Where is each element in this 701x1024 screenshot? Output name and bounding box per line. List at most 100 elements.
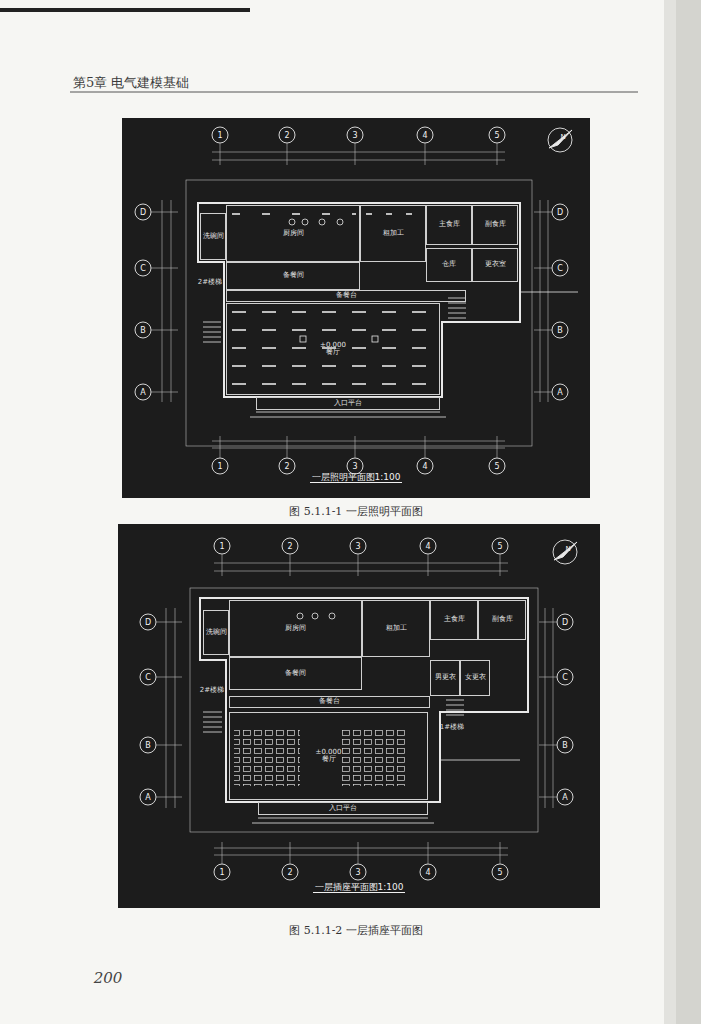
grid-axis-letter: B xyxy=(557,326,563,335)
room-label: 餐厅 xyxy=(322,756,336,763)
room-box: 副食库 xyxy=(478,600,526,640)
room-box: 主食库 xyxy=(426,205,472,245)
grid-axis-letter: D xyxy=(557,208,563,217)
grid-axis-letter: D xyxy=(140,208,146,217)
grid-axis-number: 4 xyxy=(422,131,427,140)
room-box: 入口平台 xyxy=(256,397,440,410)
room-label: 副食库 xyxy=(492,616,513,623)
grid-axis-number: 4 xyxy=(425,542,430,551)
grid-axis-number: 5 xyxy=(494,462,499,471)
stair-label: 1#楼梯 xyxy=(440,722,464,732)
grid-axis-number: 3 xyxy=(355,542,360,551)
grid-axis-number: 3 xyxy=(352,462,357,471)
figure-caption: 图 5.1.1-2 一层插座平面图 xyxy=(289,923,423,938)
room-label: ±0.000 xyxy=(316,749,342,756)
grid-axis-letter: A xyxy=(557,388,562,397)
grid-axis-number: 1 xyxy=(217,131,222,140)
room-label: 备餐台 xyxy=(336,292,357,299)
room-label: 粗加工 xyxy=(386,625,407,632)
plan-panel: 一层照明平面图1:100 洗碗间 厨房间 粗加工 主食库 副食库备餐间 仓库 更衣室备餐台 ±0… xyxy=(122,118,590,498)
grid-axis-number: 2 xyxy=(287,542,292,551)
socket-plan xyxy=(118,524,600,908)
room-label: 仓库 xyxy=(442,261,456,268)
grid-axis-number: 4 xyxy=(425,868,430,877)
room-box: 厨房间 xyxy=(229,600,362,657)
stair-label: 2#楼梯 xyxy=(200,685,224,695)
grid-axis-letter: B xyxy=(145,741,151,750)
grid-axis-number: 1 xyxy=(219,542,224,551)
grid-axis-number: 2 xyxy=(284,462,289,471)
room-box: 更衣室 xyxy=(472,248,518,282)
plan-title: 一层照明平面图1:100 xyxy=(122,471,590,484)
north-mark: N xyxy=(565,545,570,553)
room-box: 男更衣 xyxy=(430,660,460,696)
grid-axis-number: 4 xyxy=(422,462,427,471)
grid-axis-number: 5 xyxy=(497,542,502,551)
grid-axis-letter: B xyxy=(562,741,568,750)
room-box: 备餐台 xyxy=(229,696,430,708)
room-label: 洗碗间 xyxy=(203,233,224,240)
room-label: 备餐间 xyxy=(283,272,304,279)
room-label: 厨房间 xyxy=(285,625,306,632)
plan-panel: 一层插座平面图1:100 洗碗间 厨房间 粗加工 主食库 副食库备餐间男更衣 女更衣备餐台 ±… xyxy=(118,524,600,908)
room-box: ±0.000餐厅 xyxy=(226,303,440,395)
grid-axis-number: 3 xyxy=(352,131,357,140)
room-box: ±0.000餐厅 xyxy=(229,712,428,800)
grid-axis-letter: A xyxy=(140,388,145,397)
grid-axis-letter: D xyxy=(145,618,151,627)
figure-caption: 图 5.1.1-1 一层照明平面图 xyxy=(289,504,423,519)
stair-label: 2#楼梯 xyxy=(198,277,222,287)
grid-axis-number: 2 xyxy=(287,868,292,877)
room-box: 主食库 xyxy=(430,600,478,640)
room-label: 更衣室 xyxy=(485,261,506,268)
room-box: 备餐间 xyxy=(229,657,362,690)
north-mark: N xyxy=(560,133,565,141)
room-label: 入口平台 xyxy=(329,805,357,812)
room-label: 男更衣 xyxy=(435,674,456,681)
room-box: 洗碗间 xyxy=(203,610,229,655)
room-label: 厨房间 xyxy=(283,230,304,237)
room-box: 粗加工 xyxy=(360,205,426,262)
room-label: 主食库 xyxy=(439,221,460,228)
grid-axis-letter: D xyxy=(562,618,568,627)
room-label: ±0.000 xyxy=(320,342,346,349)
room-label: 备餐间 xyxy=(285,670,306,677)
lighting-plan xyxy=(122,118,590,498)
grid-axis-number: 5 xyxy=(494,131,499,140)
room-label: 主食库 xyxy=(444,616,465,623)
grid-axis-letter: C xyxy=(557,264,563,273)
room-box: 洗碗间 xyxy=(200,213,226,260)
room-label: 餐厅 xyxy=(326,349,340,356)
page-number: 200 xyxy=(94,969,123,987)
room-box: 女更衣 xyxy=(460,660,490,696)
room-label: 洗碗间 xyxy=(206,629,227,636)
grid-axis-letter: A xyxy=(562,793,567,802)
room-box: 入口平台 xyxy=(258,802,428,815)
grid-axis-letter: C xyxy=(140,264,146,273)
room-label: 粗加工 xyxy=(383,230,404,237)
grid-axis-number: 1 xyxy=(217,462,222,471)
grid-axis-letter: A xyxy=(145,793,150,802)
room-box: 副食库 xyxy=(472,205,518,245)
room-box: 备餐间 xyxy=(226,262,360,290)
grid-axis-number: 1 xyxy=(219,868,224,877)
plan-title-text: 一层照明平面图1:100 xyxy=(310,472,403,483)
grid-axis-letter: C xyxy=(562,673,568,682)
grid-axis-number: 3 xyxy=(355,868,360,877)
room-box: 仓库 xyxy=(426,248,472,282)
running-header: 第5章 电气建模基础 xyxy=(73,74,189,92)
room-label: 入口平台 xyxy=(334,400,362,407)
plan-title-text: 一层插座平面图1:100 xyxy=(313,882,406,893)
room-label: 备餐台 xyxy=(319,698,340,705)
room-box: 备餐台 xyxy=(226,290,466,302)
room-label: 女更衣 xyxy=(465,674,486,681)
room-box: 粗加工 xyxy=(362,600,430,657)
room-box: 厨房间 xyxy=(226,205,360,262)
grid-axis-letter: B xyxy=(140,326,146,335)
grid-axis-letter: C xyxy=(145,673,151,682)
room-label: 副食库 xyxy=(485,221,506,228)
plan-title: 一层插座平面图1:100 xyxy=(118,881,600,894)
grid-axis-number: 2 xyxy=(284,131,289,140)
